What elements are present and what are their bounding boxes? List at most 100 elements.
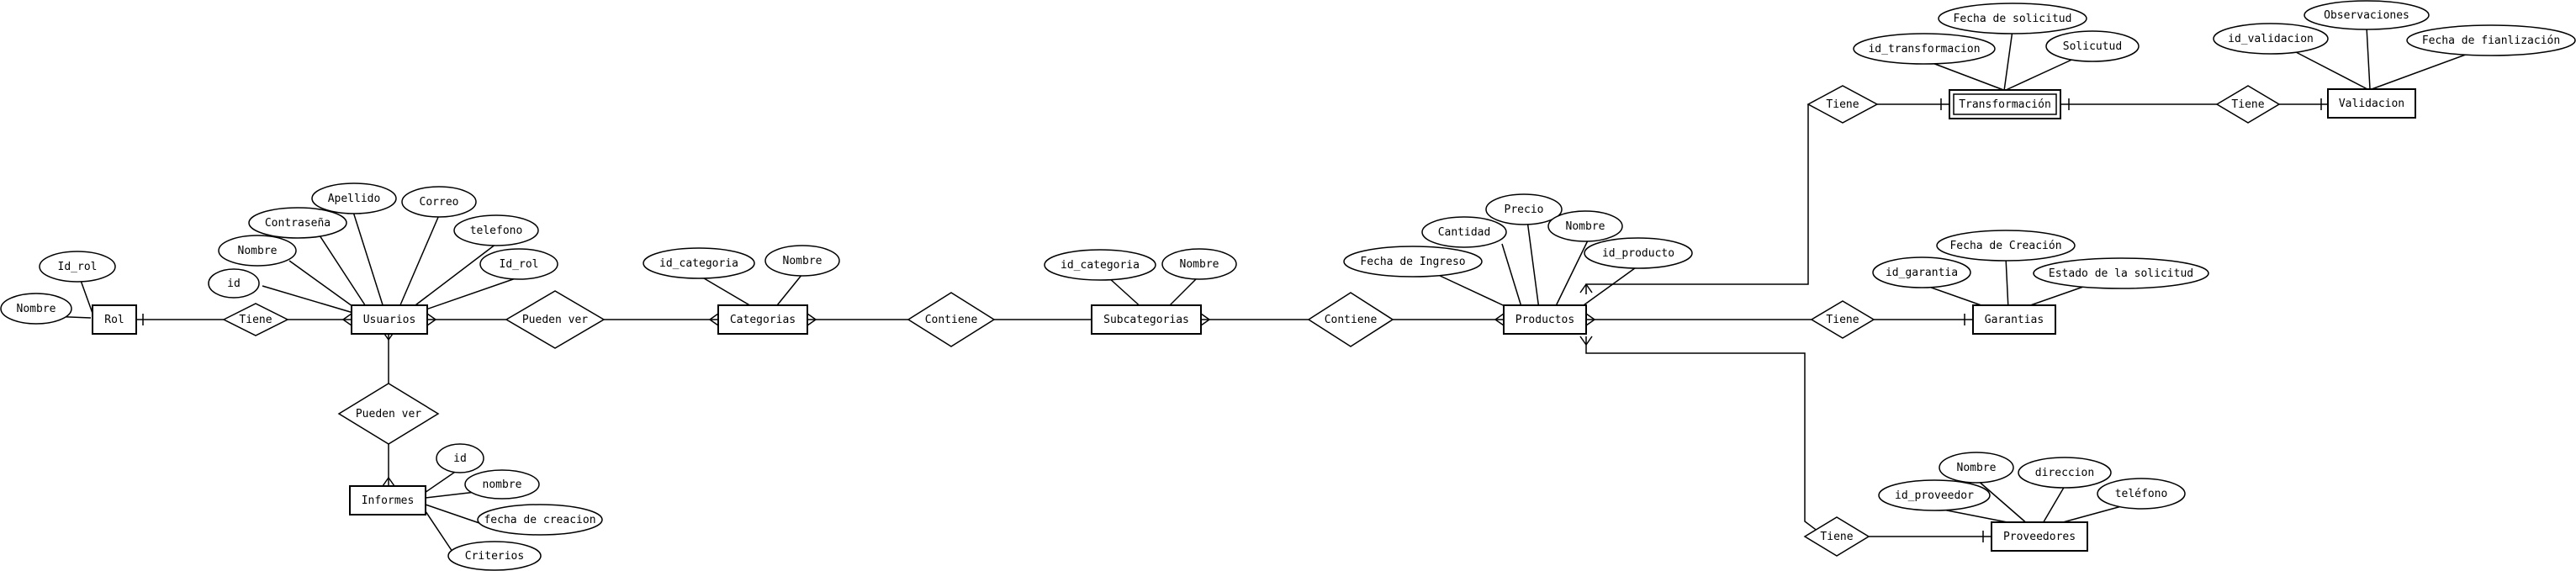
svg-text:Contiene: Contiene <box>925 314 978 326</box>
svg-text:nombre: nombre <box>483 478 522 491</box>
svg-text:Tiene: Tiene <box>1820 531 1853 543</box>
entity-transformacion: Transformación <box>1949 89 2061 119</box>
svg-text:Validacion: Validacion <box>2339 98 2404 110</box>
entity-proveedores: Proveedores <box>1991 521 2088 552</box>
svg-text:Nombre: Nombre <box>1957 462 1997 474</box>
attribute-rol-nombre: Nombre <box>0 293 72 325</box>
svg-text:id: id <box>227 278 241 290</box>
svg-text:Tiene: Tiene <box>2231 98 2264 111</box>
svg-text:Tiene: Tiene <box>239 314 272 326</box>
attribute-usuarios-correo: Correo <box>401 186 477 218</box>
svg-text:teléfono: teléfono <box>2115 488 2168 500</box>
svg-text:id_categoria: id_categoria <box>1061 259 1140 272</box>
attribute-proveedores-telefono: teléfono <box>2097 478 2186 510</box>
relationship-transformacion-validacion: Tiene <box>2215 85 2281 124</box>
attribute-rol-id: Id_rol <box>39 251 116 283</box>
svg-text:direccion: direccion <box>2035 467 2094 479</box>
attribute-usuarios-apellido: Apellido <box>311 182 397 214</box>
attribute-transformacion-id: id_transformacion <box>1853 33 1996 65</box>
svg-text:Nombre: Nombre <box>1566 220 1605 233</box>
entity-garantias: Garantias <box>1972 304 2056 335</box>
relationship-categorias-subcategorias: Contiene <box>907 292 996 347</box>
svg-text:Usuarios: Usuarios <box>363 314 416 326</box>
svg-text:Cantidad: Cantidad <box>1438 226 1491 239</box>
svg-text:id_proveedor: id_proveedor <box>1895 489 1974 502</box>
svg-text:Apellido: Apellido <box>328 193 381 205</box>
attribute-validacion-id: id_validacion <box>2213 23 2329 55</box>
attribute-usuarios-id: id <box>208 268 260 299</box>
entity-validacion: Validacion <box>2327 88 2416 119</box>
attribute-productos-cantidad: Cantidad <box>1421 216 1507 248</box>
attribute-usuarios-id-rol: Id_rol <box>479 248 558 280</box>
svg-text:Correo: Correo <box>420 196 459 209</box>
svg-text:telefono: telefono <box>470 225 523 237</box>
attribute-categorias-id: id_categoria <box>643 247 755 279</box>
attribute-informes-nombre: nombre <box>464 469 540 500</box>
attribute-informes-id: id <box>436 443 484 473</box>
svg-text:Rol: Rol <box>104 314 124 326</box>
svg-text:fecha de creacion: fecha de creacion <box>484 514 595 526</box>
attribute-usuarios-contrasena: Contraseña <box>248 207 347 239</box>
entity-informes: Informes <box>349 485 426 515</box>
attribute-productos-precio: Precio <box>1485 193 1563 225</box>
svg-text:Estado de la solicitud: Estado de la solicitud <box>2049 267 2193 280</box>
relationship-rol-usuarios: Tiene <box>222 303 289 336</box>
entity-categorias: Categorias <box>717 304 808 335</box>
svg-text:Fecha de Ingreso: Fecha de Ingreso <box>1360 256 1465 268</box>
svg-text:Nombre: Nombre <box>1180 258 1219 271</box>
attribute-productos-id: id_producto <box>1584 237 1693 269</box>
relationship-productos-transformacion: Tiene <box>1806 85 1879 124</box>
svg-text:id_producto: id_producto <box>1602 247 1674 260</box>
relationship-productos-garantias: Tiene <box>1810 300 1875 339</box>
svg-text:Nombre: Nombre <box>783 255 823 267</box>
attribute-productos-fecha-ingreso: Fecha de Ingreso <box>1343 246 1483 278</box>
svg-text:Contiene: Contiene <box>1325 314 1378 326</box>
svg-text:id_garantia: id_garantia <box>1886 267 1958 279</box>
attribute-validacion-observaciones: Observaciones <box>2304 0 2430 30</box>
svg-text:id_transformacion: id_transformacion <box>1868 43 1980 56</box>
svg-text:Tiene: Tiene <box>1826 314 1859 326</box>
attribute-validacion-fecha-finalizacion: Fecha de fianlización <box>2406 24 2576 56</box>
relationship-subcategorias-productos: Contiene <box>1307 292 1394 347</box>
svg-text:Id_rol: Id_rol <box>500 258 539 271</box>
entity-rol: Rol <box>92 304 137 335</box>
svg-text:Contraseña: Contraseña <box>265 217 331 230</box>
svg-text:Proveedores: Proveedores <box>2003 531 2076 543</box>
attribute-informes-fecha-creacion: fecha de creacion <box>477 504 603 536</box>
svg-text:Pueden ver: Pueden ver <box>522 314 588 326</box>
relationship-productos-proveedores: Tiene <box>1803 516 1870 557</box>
entity-productos: Productos <box>1503 304 1587 335</box>
attribute-proveedores-id: id_proveedor <box>1878 479 1991 511</box>
attribute-categorias-nombre: Nombre <box>764 245 840 277</box>
svg-text:Fecha de Creación: Fecha de Creación <box>1949 240 2061 252</box>
svg-text:Fecha de fianlización: Fecha de fianlización <box>2422 34 2560 47</box>
svg-text:Informes: Informes <box>362 494 415 507</box>
entity-usuarios: Usuarios <box>351 304 428 335</box>
svg-text:Subcategorias: Subcategorias <box>1103 314 1189 326</box>
svg-text:Id_rol: Id_rol <box>58 261 98 273</box>
attribute-usuarios-telefono: telefono <box>453 214 539 246</box>
svg-text:Categorias: Categorias <box>730 314 796 326</box>
relationship-connectors <box>136 98 2328 542</box>
relationship-usuarios-categorias: Pueden ver <box>505 290 606 349</box>
svg-text:id_validacion: id_validacion <box>2228 33 2314 45</box>
svg-text:Precio: Precio <box>1505 204 1544 216</box>
attribute-garantias-fecha-creacion: Fecha de Creación <box>1936 230 2076 262</box>
svg-text:Productos: Productos <box>1515 314 1574 326</box>
attribute-garantias-estado: Estado de la solicitud <box>2033 257 2209 289</box>
svg-text:Nombre: Nombre <box>17 303 56 315</box>
attribute-proveedores-direccion: direccion <box>2018 457 2112 489</box>
attribute-transformacion-fecha: Fecha de solicitud <box>1938 3 2087 34</box>
attribute-usuarios-nombre: Nombre <box>218 235 297 267</box>
relationship-usuarios-informes: Pueden ver <box>337 383 440 445</box>
svg-text:Nombre: Nombre <box>238 245 278 257</box>
attribute-informes-criterios: Criterios <box>447 541 542 571</box>
svg-text:Pueden ver: Pueden ver <box>356 408 421 420</box>
svg-text:Tiene: Tiene <box>1826 98 1859 111</box>
svg-text:Garantias: Garantias <box>1985 314 2044 326</box>
attribute-transformacion-solicutud: Solicutud <box>2045 30 2140 62</box>
svg-text:Criterios: Criterios <box>465 550 524 563</box>
svg-text:id: id <box>453 452 467 465</box>
attribute-productos-nombre: Nombre <box>1547 210 1623 242</box>
